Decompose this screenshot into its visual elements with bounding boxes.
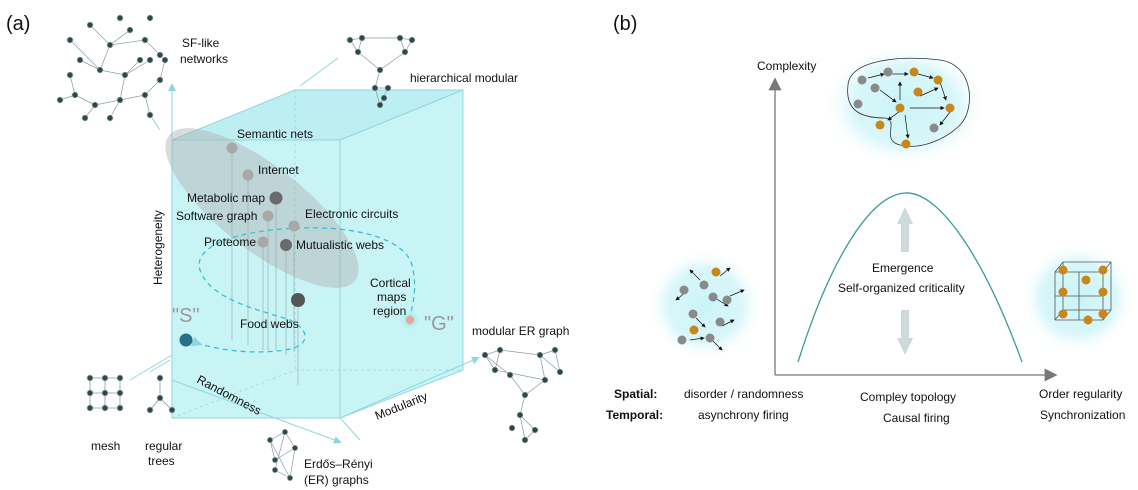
hierarchical-modular-icon (346, 34, 416, 109)
marker-s: "S" (172, 305, 200, 327)
food-webs-point (291, 293, 305, 307)
electronic-circuits-point (288, 220, 300, 232)
label-regular-trees-2: trees (148, 454, 175, 468)
critical-network-icon (853, 67, 955, 149)
left-spatial: disorder / randomness (684, 387, 803, 401)
panel-b-tag: (b) (613, 13, 637, 35)
critical-glow (823, 43, 987, 167)
cortical-point (406, 316, 414, 324)
s-point (179, 333, 193, 347)
left-temporal: asynchrony firing (698, 408, 789, 422)
label-mutualistic-webs: Mutualistic webs (296, 238, 384, 252)
sf-like-network-icon (56, 14, 169, 122)
modular-er-graph-icon (481, 346, 564, 444)
label-cortical-2: maps (377, 290, 406, 304)
system-points (226, 142, 305, 307)
mesh-icon (86, 374, 124, 412)
row-head-temporal: Temporal: (606, 408, 663, 422)
label-er-graphs-1: Erdős–Rényi (304, 457, 373, 471)
label-sf-like-2: networks (180, 52, 228, 66)
right-spatial: Order regularity (1039, 387, 1122, 401)
proteome-point (257, 236, 269, 248)
label-sf-like-1: SF-like (182, 36, 220, 50)
axis-heterogeneity: Heterogeneity (151, 210, 165, 285)
label-mesh: mesh (91, 439, 120, 453)
middle-temporal: Causal firing (883, 411, 950, 425)
label-cortical-3: region (373, 304, 406, 318)
er-graph-icon (267, 429, 298, 481)
label-regular-trees-1: regular (145, 439, 182, 453)
middle-spatial: Compley topology (860, 390, 956, 404)
label-soc: Self-organized criticality (838, 281, 965, 295)
mutualistic-webs-point (280, 239, 292, 251)
disorder-glow (647, 249, 763, 361)
label-modular-er: modular ER graph (472, 324, 569, 338)
right-temporal: Synchronization (1040, 408, 1125, 422)
software-graph-point (262, 210, 274, 222)
label-hierarchical: hierarchical modular (410, 71, 518, 85)
label-er-graphs-2: (ER) graphs (304, 473, 369, 487)
label-software-graph: Software graph (176, 209, 257, 223)
label-internet: Internet (258, 163, 299, 177)
marker-g: "G" (424, 313, 454, 335)
drop-lines (231, 148, 299, 385)
emergence-arrows (897, 207, 913, 355)
lattice-network-icon (1054, 261, 1112, 325)
label-cortical-1: Cortical (370, 276, 411, 290)
semantic-nets-point (226, 142, 238, 154)
label-food-webs: Food webs (240, 317, 299, 331)
regular-trees-icon (146, 374, 176, 414)
label-electronic-circuits: Electronic circuits (305, 207, 398, 221)
y-axis-label: Complexity (757, 59, 816, 73)
critical-boundary (847, 57, 970, 147)
trajectory-path (187, 227, 416, 353)
panel-a-tag: (a) (6, 13, 30, 35)
metabolic-map-point (269, 191, 283, 205)
label-semantic-nets: Semantic nets (237, 127, 313, 141)
row-head-spatial: Spatial: (614, 387, 657, 401)
label-emergence: Emergence (872, 261, 934, 275)
complexity-curve (797, 192, 1023, 363)
order-glow (1020, 242, 1136, 354)
random-network-icon (675, 267, 745, 351)
internet-point (242, 169, 254, 181)
label-metabolic-map: Metabolic map (187, 191, 265, 205)
complex-network-cloud (165, 128, 359, 288)
label-proteome: Proteome (204, 235, 256, 249)
